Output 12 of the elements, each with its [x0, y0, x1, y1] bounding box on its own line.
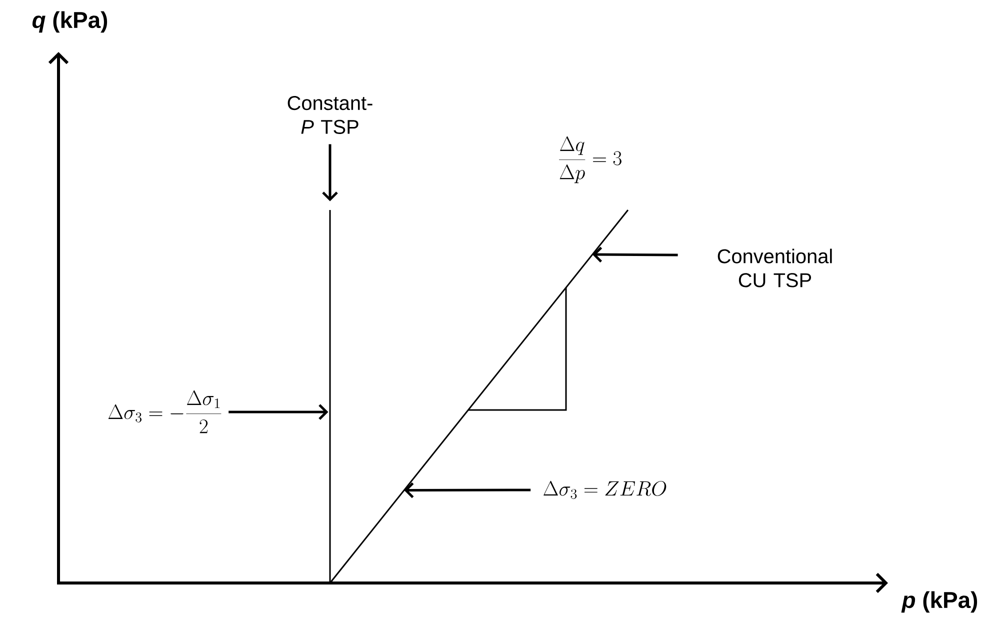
- stress-path-line: [329, 209, 331, 584]
- path-label: Conventional CU TSP: [718, 248, 832, 288]
- path-label: Constant-P TSP: [288, 96, 372, 134]
- arrow: [228, 404, 328, 420]
- axis-label: q (kPa): [32, 11, 108, 33]
- axis-label: p (kPa): [901, 591, 978, 613]
- stress-formula: $\Delta\sigma_3 = -\frac{\Delta\sigma_1}{2}$: [108, 390, 222, 434]
- arrow: [404, 482, 531, 498]
- stress-formula: $\Delta\sigma_3 = ZERO$: [544, 480, 666, 499]
- arrow: [322, 144, 338, 202]
- slope-formula: $\frac{\Delta q}{\Delta p} = 3$: [559, 136, 622, 184]
- arrow: [592, 246, 678, 262]
